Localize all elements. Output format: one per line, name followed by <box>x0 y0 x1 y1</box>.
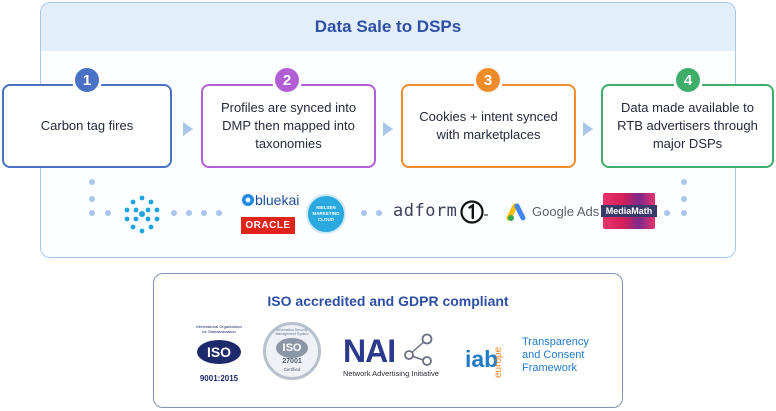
connector-dot <box>681 196 687 202</box>
nai-logo-mark: NAI <box>343 333 396 369</box>
connector-dot <box>361 210 367 216</box>
number-one-logo-icon <box>460 200 488 224</box>
step-4-badge: 4 <box>673 65 703 95</box>
panel-title: Data Sale to DSPs <box>314 17 462 36</box>
nai-logo-name: Network Advertising Initiative <box>343 369 439 378</box>
connector-dot <box>681 210 687 216</box>
step-3-box: Cookies + intent synced with marketplace… <box>401 84 576 168</box>
compliance-panel: ISO accredited and GDPR compliant <box>153 273 623 408</box>
step-1-box: Carbon tag fires <box>2 84 172 168</box>
step-2-box: Profiles are synced into DMP then mapped… <box>201 84 376 168</box>
bluekai-logo: bluekai <box>255 192 300 208</box>
connector-dot <box>89 210 95 216</box>
iso-9001-standard: 9001:2015 <box>199 374 239 383</box>
oracle-logo-text: ORACLE <box>245 220 291 231</box>
mediamath-logo-text: MediaMath <box>601 205 657 217</box>
step-2-label: Profiles are synced into DMP then mapped… <box>220 100 357 151</box>
step-1-badge: 1 <box>72 65 102 95</box>
connector-dot <box>89 179 95 185</box>
iab-logo-mark: iab <box>465 346 499 372</box>
nielsen-logo-icon: NIELSEN MARKETING CLOUD <box>306 194 346 234</box>
connector-dot <box>89 196 95 202</box>
step-3-badge: 3 <box>473 65 503 95</box>
connector-dot <box>681 179 687 185</box>
arrow-right-icon <box>583 122 593 136</box>
iso-27001-arc-text: Information Security Management System <box>275 328 309 336</box>
mediamath-logo: MediaMath <box>601 193 657 229</box>
compliance-title: ISO accredited and GDPR compliant <box>267 293 509 309</box>
nai-network-icon <box>404 333 433 366</box>
panel-header: Data Sale to DSPs <box>41 3 735 51</box>
nielsen-logo-text: NIELSEN MARKETING CLOUD <box>312 205 340 222</box>
connector-dot <box>201 210 207 216</box>
iab-logo-region: europe <box>493 346 504 378</box>
step-3-label: Cookies + intent synced with marketplace… <box>419 109 558 142</box>
connector-dot <box>105 210 111 216</box>
tcf-logo-text: Transparency and Consent Framework <box>522 336 589 374</box>
iso-27001-mark: ISO <box>276 338 308 358</box>
carbon-logo-icon <box>124 195 160 234</box>
step-4-box: Data made available to RTB advertisers t… <box>601 84 774 168</box>
iso-9001-mark: ISO <box>197 340 241 364</box>
connector-dot <box>171 210 177 216</box>
connector-dot <box>376 210 382 216</box>
step-2-badge: 2 <box>272 65 302 95</box>
iso-27001-seal: Information Security Management System I… <box>263 322 321 380</box>
iso-9001-seal: International Organization for Standardi… <box>190 324 248 386</box>
oracle-logo: ORACLE <box>241 217 295 234</box>
arrow-right-icon <box>183 122 193 136</box>
iso-27001-status: Certified <box>283 367 301 372</box>
connector-dot <box>664 210 670 216</box>
arrow-right-icon <box>383 122 393 136</box>
step-4-label: Data made available to RTB advertisers t… <box>617 100 758 151</box>
connector-dot <box>186 210 192 216</box>
iso-27001-standard: 27001 <box>282 358 302 365</box>
google-ads-logo: Google Ads <box>532 204 600 219</box>
step-1-label: Carbon tag fires <box>40 118 134 133</box>
adform-logo: adform <box>393 201 458 221</box>
connector-dot <box>216 210 222 216</box>
bluekai-logo-icon <box>242 194 254 206</box>
iso-9001-arc-text: International Organization for Standardi… <box>196 324 242 334</box>
google-ads-icon <box>506 203 526 221</box>
